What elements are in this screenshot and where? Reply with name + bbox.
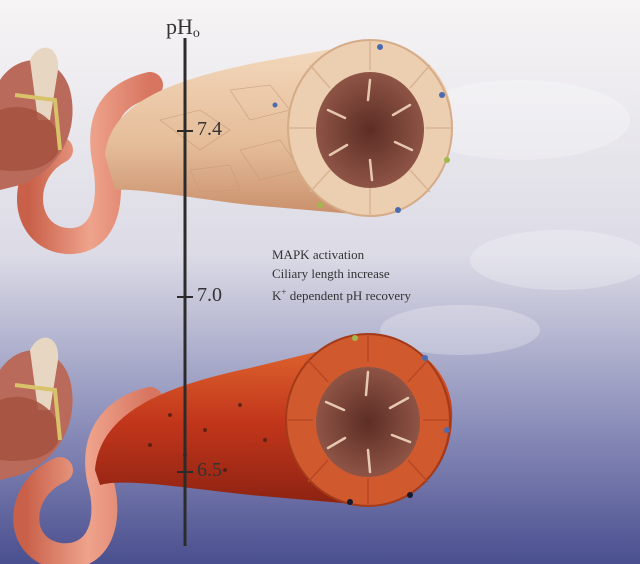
annotation-line-3-base: K: [272, 288, 281, 303]
annotation-line-3-rest: dependent pH recovery: [286, 288, 411, 303]
annotation-line-3: K+ dependent pH recovery: [272, 283, 411, 305]
ph-tick-label: 7.0: [197, 284, 222, 307]
annotation-line-1: MAPK activation: [272, 245, 364, 264]
ph-tick-label: 6.5: [197, 459, 222, 482]
ph-axis-title-base: pH: [166, 14, 193, 39]
annotation-line-2: Ciliary length increase: [272, 264, 390, 283]
ph-axis-title-sub: o: [193, 26, 200, 41]
ph-tick-label: 7.4: [197, 118, 222, 141]
ph-axis-title: pHo: [166, 14, 200, 42]
